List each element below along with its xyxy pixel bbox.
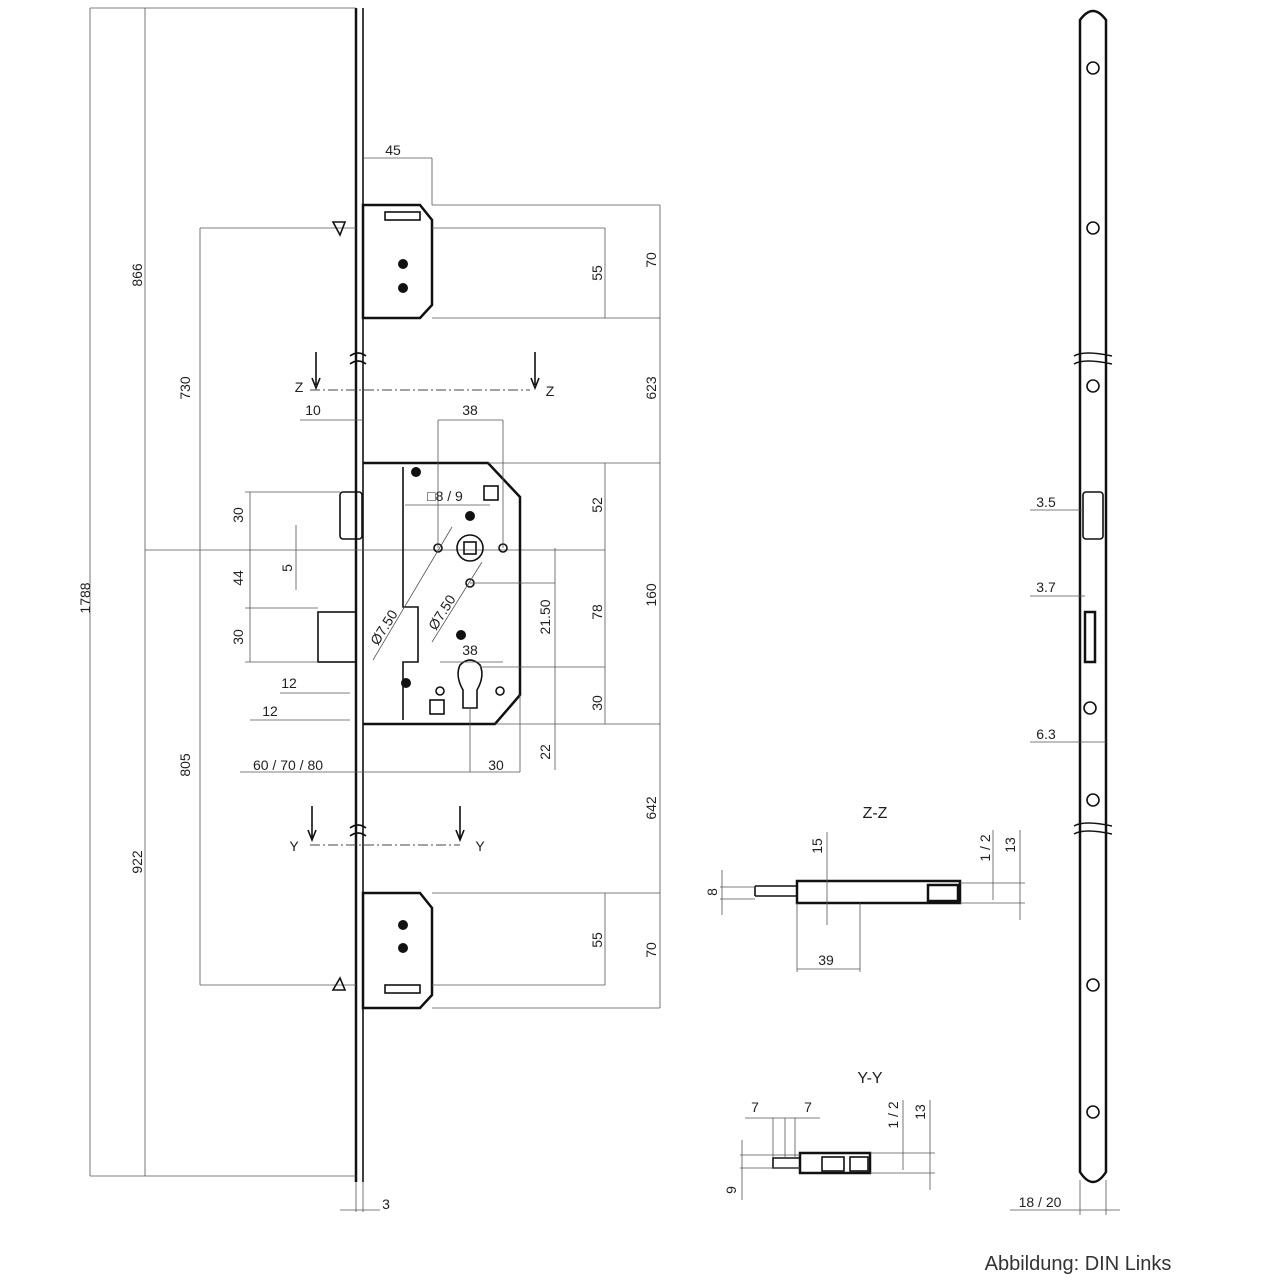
dim-bolt-throw-1: 12 (281, 675, 297, 691)
dim-diag-offset: 21.50 (537, 599, 553, 634)
dim-upper-55: 55 (589, 265, 605, 281)
section-z-left: Z (295, 379, 304, 395)
dim-plate-thickness: 3 (382, 1196, 390, 1212)
dim-total-length: 1788 (77, 582, 93, 613)
dim-cylinder-to-bottom: 22 (537, 744, 553, 760)
yy-dim-7a: 7 (751, 1099, 759, 1115)
dim-bolt-height: 30 (230, 629, 246, 645)
zz-dim-1-2: 1 / 2 (977, 834, 993, 861)
dim-lower-hook: 805 (177, 753, 193, 777)
yy-dim-13: 13 (912, 1104, 928, 1120)
section-yy: Y-Y 7 7 1 / 2 13 9 (723, 1070, 935, 1200)
dim-upper-hook: 730 (177, 376, 193, 400)
dim-latch-to-bolt: 44 (230, 570, 246, 586)
dim-latch-offset: 5 (279, 564, 295, 572)
dim-cylinder-30: 30 (589, 695, 605, 711)
dim-gap-upper: 623 (643, 376, 659, 400)
dim-top-to-follower: 52 (589, 497, 605, 513)
front-dim-width: 18 / 20 (1019, 1194, 1062, 1210)
dim-lower-to-center: 922 (129, 850, 145, 874)
dim-cylinder-width: 38 (462, 642, 478, 658)
dim-backset: 60 / 70 / 80 (253, 757, 323, 773)
dim-diameter-1: Ø7.50 (367, 607, 401, 648)
lock-case (240, 318, 661, 1212)
yy-dim-9: 9 (723, 1186, 739, 1194)
dim-upper-70: 70 (643, 252, 659, 268)
upper-hook-bolt (331, 157, 661, 320)
section-yy-title: Y-Y (857, 1070, 883, 1087)
zz-dim-15: 15 (809, 838, 825, 854)
dim-bolt-throw-2: 12 (262, 703, 278, 719)
front-view-faceplate: 3.5 3.7 6.3 18 / 20 (1010, 9, 1120, 1215)
dim-gap-lower: 642 (643, 796, 659, 820)
front-dim-3-5: 3.5 (1036, 494, 1056, 510)
dim-follower-to-cylinder: 78 (589, 604, 605, 620)
dim-lower-70: 70 (643, 942, 659, 958)
lower-hook-bolt (331, 891, 661, 1010)
dim-diameter-2: Ø7.50 (425, 592, 459, 633)
section-zz-title: Z-Z (863, 805, 888, 822)
section-y-left: Y (289, 838, 299, 854)
dim-hook-depth: 45 (385, 142, 401, 158)
dim-lower-55: 55 (589, 932, 605, 948)
zz-dim-39: 39 (818, 952, 834, 968)
zz-dim-8: 8 (704, 888, 720, 896)
dim-follower-offset: 38 (462, 402, 478, 418)
dim-cylinder-offset: 30 (488, 757, 504, 773)
dim-latch-height: 30 (230, 507, 246, 523)
section-z-right: Z (546, 383, 555, 399)
dim-case-height: 160 (643, 583, 659, 607)
section-zz: Z-Z 15 1 / 2 13 8 39 (704, 805, 1025, 972)
front-dim-6-3: 6.3 (1036, 726, 1056, 742)
caption: Abbildung: DIN Links (985, 1253, 1172, 1275)
dim-spindle: □8 / 9 (427, 488, 463, 504)
dim-faceplate-offset: 10 (305, 402, 321, 418)
main-dimensions: 1788 866 922 730 805 45 55 70 623 Z Z 10… (77, 142, 659, 1212)
yy-dim-1-2: 1 / 2 (885, 1101, 901, 1128)
dim-upper-to-center: 866 (129, 263, 145, 287)
front-dim-3-7: 3.7 (1036, 579, 1056, 595)
yy-dim-7b: 7 (804, 1099, 812, 1115)
section-y-right: Y (475, 838, 485, 854)
zz-dim-13: 13 (1002, 837, 1018, 853)
faceplate (89, 7, 605, 1182)
